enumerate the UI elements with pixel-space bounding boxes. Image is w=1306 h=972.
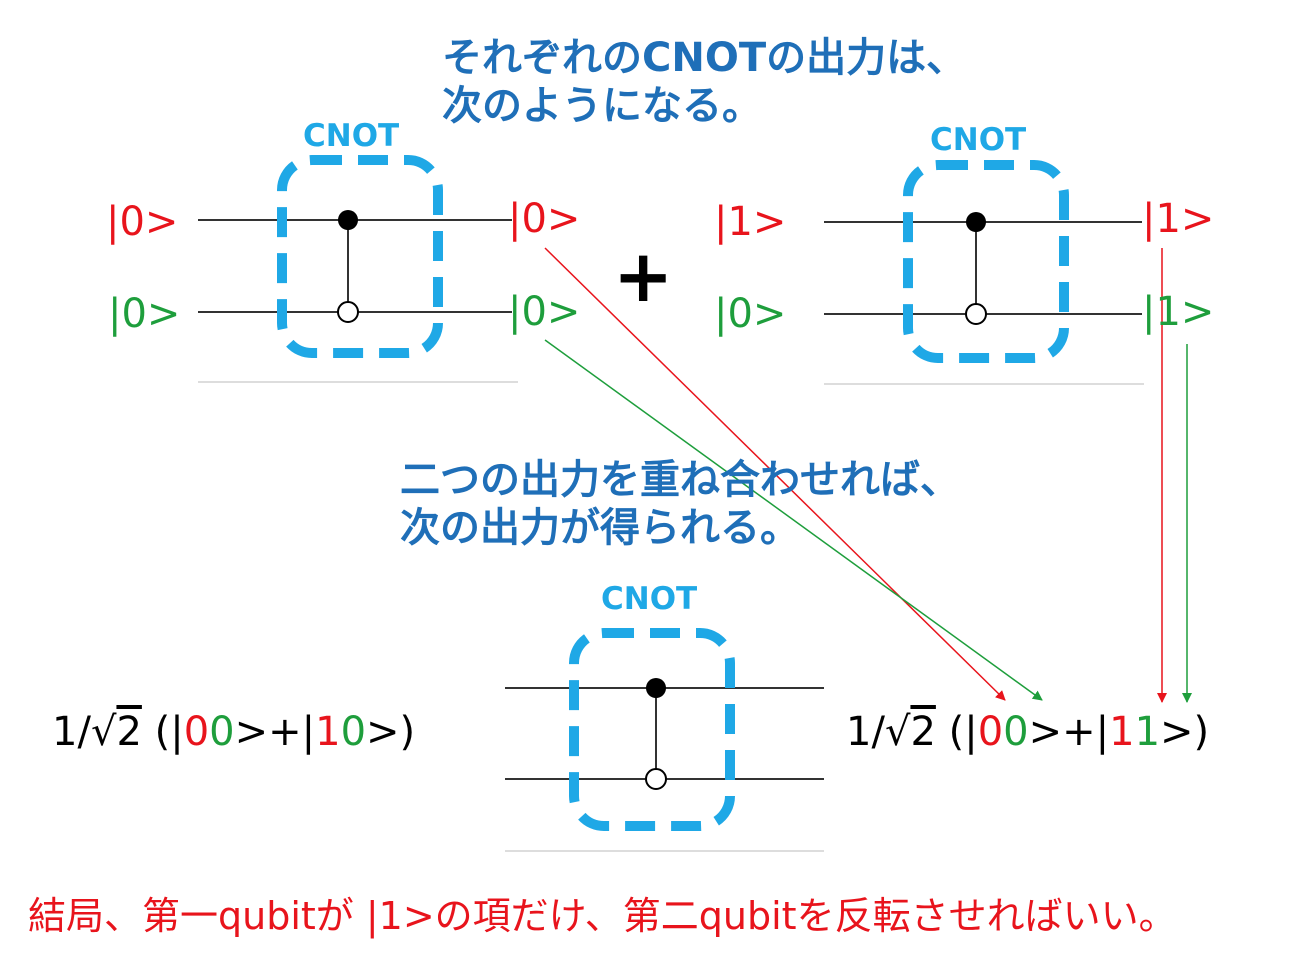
formula-close: >) <box>1160 709 1210 755</box>
radicand: 2 <box>910 709 936 755</box>
control-dot <box>646 678 666 698</box>
note-middle-line2: 次の出力が得られる。 <box>400 505 800 551</box>
conclusion-text: 結局、第一qubitが |1>の項だけ、第二qubitを反転させればいい。 <box>28 894 1177 938</box>
ket-left-out-bottom: |0> <box>508 289 581 335</box>
term2-qubit2: 0 <box>340 709 367 755</box>
term2-qubit1: 1 <box>315 709 341 755</box>
cnot-label-left: CNOT <box>303 118 400 154</box>
cnot-label-bottom: CNOT <box>601 581 698 617</box>
target-circle <box>645 768 667 790</box>
sqrt-symbol: √ <box>90 709 117 755</box>
formula-open: (| <box>935 709 978 755</box>
ket-left-in-bottom: |0> <box>108 291 181 337</box>
term2-qubit1: 1 <box>1109 709 1135 755</box>
cnot-box <box>277 155 443 358</box>
target-circle <box>965 303 987 325</box>
formula-mid: >+| <box>234 709 316 755</box>
cnot-label-right: CNOT <box>930 122 1027 158</box>
note-top-line2: 次のようになる。 <box>442 83 762 129</box>
formula-input: 1/√2 (|00>+|10>) <box>52 708 415 756</box>
ket-left-out-top: |0> <box>508 196 581 242</box>
sqrt-symbol: √ <box>884 709 911 755</box>
arrow-red-left <box>544 247 1006 701</box>
formula-prefix: 1/ <box>52 709 91 755</box>
plus-sign: + <box>613 234 674 318</box>
note-top: それぞれのCNOTの出力は、 次のようになる。 <box>442 34 966 130</box>
term1-qubit1: 0 <box>977 709 1004 755</box>
circuit-bottom <box>505 628 824 852</box>
cnot-box <box>903 160 1069 363</box>
radicand: 2 <box>116 709 142 755</box>
note-top-line1: それぞれのCNOTの出力は、 <box>442 35 967 81</box>
circuit-left <box>198 155 518 383</box>
formula-prefix: 1/ <box>846 709 885 755</box>
control-dot <box>966 212 986 232</box>
term1-qubit2: 0 <box>1003 709 1029 755</box>
note-middle: 二つの出力を重ね合わせれば、 次の出力が得られる。 <box>400 456 960 552</box>
term1-qubit1: 0 <box>183 709 210 755</box>
term2-qubit2: 1 <box>1134 709 1161 755</box>
target-circle <box>337 301 359 323</box>
formula-mid: >+| <box>1028 709 1110 755</box>
control-dot <box>338 210 358 230</box>
formula-output: 1/√2 (|00>+|11>) <box>846 708 1209 756</box>
formula-close: >) <box>366 709 416 755</box>
ket-left-in-top: |0> <box>106 199 179 245</box>
ket-right-out-top: |1> <box>1142 196 1215 242</box>
formula-open: (| <box>141 709 184 755</box>
circuit-right <box>824 160 1144 385</box>
ket-right-in-bottom: |0> <box>714 291 787 337</box>
term1-qubit2: 0 <box>209 709 235 755</box>
cnot-box <box>569 628 735 831</box>
ket-right-out-bottom: |1> <box>1142 289 1215 335</box>
note-middle-line1: 二つの出力を重ね合わせれば、 <box>400 457 960 503</box>
ket-right-in-top: |1> <box>714 199 787 245</box>
arrow-green-left <box>544 339 1043 701</box>
